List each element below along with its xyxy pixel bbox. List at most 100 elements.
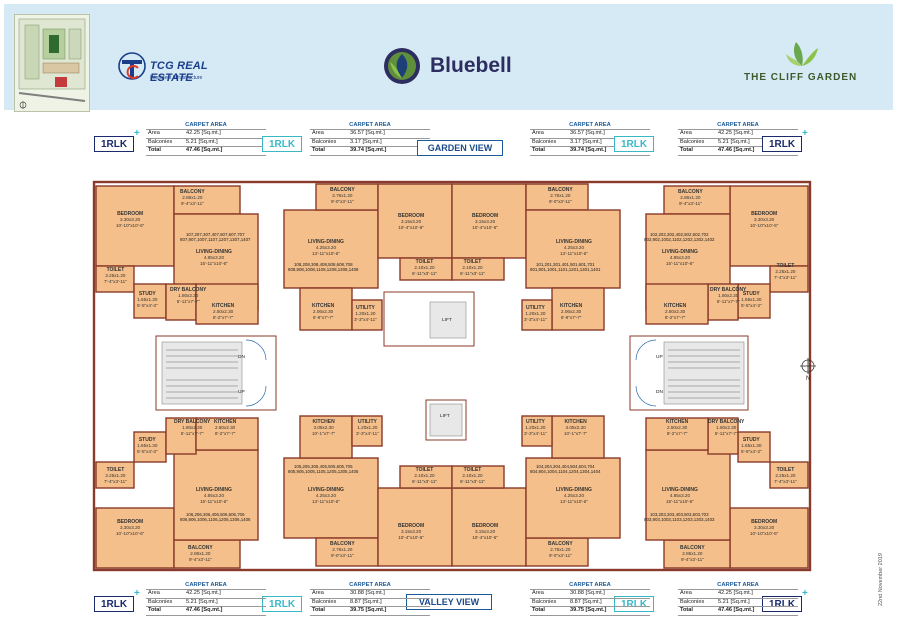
north-label: N: [806, 376, 811, 382]
tcg-real-estate-logo: TCG REAL ESTATE Intelligent Infrastructu…: [116, 48, 246, 88]
cliff-garden-logo: THE CLIFF GARDEN: [734, 38, 874, 88]
developer-name: TCG REAL ESTATE: [150, 60, 208, 84]
unit-type-badge: 1RLK: [614, 136, 654, 152]
room-bedroom: [95, 185, 175, 267]
key-map-graphic: [18, 18, 86, 109]
leaf-icon: [786, 42, 818, 66]
unit-type-badge: 1RLK: [762, 596, 802, 612]
north-arrow-icon: [800, 358, 816, 374]
stair-down-label: DN: [656, 390, 663, 395]
plus-icon: +: [802, 588, 808, 599]
plus-icon: +: [134, 588, 140, 599]
lift-label: LIFT: [440, 414, 450, 419]
unit-type-badge: 1RLK: [262, 136, 302, 152]
tcg-logo-icon: [118, 52, 146, 80]
stair-down-label: DN: [238, 355, 245, 360]
parent-project-name: THE CLIFF GARDEN: [744, 72, 858, 83]
garden-view-label: GARDEN VIEW: [417, 140, 503, 156]
plus-icon: +: [134, 128, 140, 139]
lift-label: LIFT: [442, 318, 452, 323]
bluebell-logo: Bluebell: [382, 44, 532, 88]
unit-type-badge: 1RLK: [94, 596, 134, 612]
header-banner: TCG REAL ESTATE Intelligent Infrastructu…: [4, 4, 893, 112]
plan-date: 22nd November 2019: [878, 553, 884, 606]
stair-up-label: UP: [238, 390, 245, 395]
plus-icon: +: [802, 128, 808, 139]
stair-up-label: UP: [656, 355, 663, 360]
bluebell-logo-icon: [384, 48, 420, 84]
unit-type-badge: 1RLK: [262, 596, 302, 612]
project-name: Bluebell: [430, 54, 512, 77]
developer-tagline: Intelligent Infrastructure: [150, 75, 203, 81]
unit-type-badge: 1RLK: [94, 136, 134, 152]
